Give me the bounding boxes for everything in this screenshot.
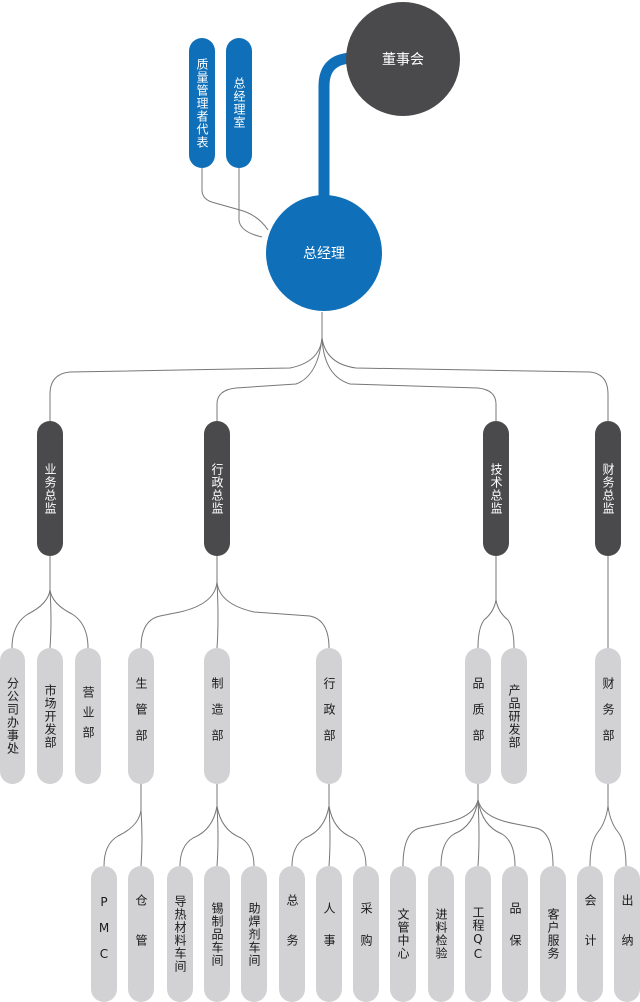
link-gm-business xyxy=(49,312,323,421)
link-q-eqc xyxy=(477,799,480,867)
doc-center-label: 文管中心 xyxy=(396,908,410,960)
admin-director-node[interactable]: 行政总监 xyxy=(204,421,230,556)
manufacturing-node[interactable]: 制造部 xyxy=(204,648,230,784)
branch-office-node[interactable]: 分公司办事处 xyxy=(0,648,25,784)
link-admin-prodmgmt xyxy=(140,556,218,649)
incoming-inspection-label: 进料检验 xyxy=(434,908,448,960)
link-tech-rnd xyxy=(495,599,515,649)
tech-director-node[interactable]: 技术总监 xyxy=(483,421,509,556)
finance-director-label: 财务总监 xyxy=(601,462,615,515)
tin-workshop-label: 锡制品车间 xyxy=(210,901,224,967)
warehouse-node[interactable]: 仓管 xyxy=(128,866,154,1002)
doc-center-node[interactable]: 文管中心 xyxy=(390,866,416,1002)
tech-director-label: 技术总监 xyxy=(489,462,503,515)
link-adm-ga xyxy=(291,784,330,867)
accounting-label: 会计 xyxy=(583,894,597,974)
flux-workshop-label: 助焊剂车间 xyxy=(247,901,261,967)
gm-office-node[interactable]: 总经理室 xyxy=(226,38,252,168)
engineering-qc-node[interactable]: 工程QC xyxy=(465,866,491,1002)
board-label: 董事会 xyxy=(382,52,424,68)
production-mgmt-label: 生管部 xyxy=(134,677,148,755)
market-dev-label: 市场开发部 xyxy=(43,683,57,749)
finance-dept-node[interactable]: 财务部 xyxy=(595,648,621,784)
purchasing-node[interactable]: 采购 xyxy=(353,866,379,1002)
link-gm-office-gm xyxy=(238,168,263,238)
general-manager-label: 总经理 xyxy=(303,246,345,262)
administration-node[interactable]: 行政部 xyxy=(316,648,342,784)
thermal-workshop-node[interactable]: 导热材料车间 xyxy=(167,866,193,1002)
incoming-inspection-node[interactable]: 进料检验 xyxy=(428,866,454,1002)
admin-director-label: 行政总监 xyxy=(210,462,224,515)
link-admin-administration xyxy=(216,581,330,649)
finance-dept-label: 财务部 xyxy=(601,677,615,755)
link-quality-rep-gm xyxy=(201,168,269,231)
link-gm-finance xyxy=(321,337,609,421)
business-director-label: 业务总监 xyxy=(43,462,57,515)
flux-workshop-node[interactable]: 助焊剂车间 xyxy=(241,866,267,1002)
general-affairs-node[interactable]: 总务 xyxy=(279,866,305,1002)
link-q-cs xyxy=(477,799,554,867)
cashier-node[interactable]: 出纳 xyxy=(614,866,640,1002)
quality-rep-label: 质量管理者代表 xyxy=(195,57,209,149)
link-q-doc xyxy=(402,784,479,867)
branch-office-label: 分公司办事处 xyxy=(5,677,20,755)
link-adm-purchasing xyxy=(328,805,367,867)
production-mgmt-node[interactable]: 生管部 xyxy=(128,648,154,784)
link-pm-pmc xyxy=(103,784,142,867)
customer-service-label: 客户服务 xyxy=(546,908,560,960)
pmc-node[interactable]: PMC xyxy=(91,866,117,1002)
thermal-workshop-label: 导热材料车间 xyxy=(173,895,187,973)
finance-director-node[interactable]: 财务总监 xyxy=(595,421,621,556)
link-tech-quality xyxy=(477,556,497,649)
general-manager-node[interactable]: 总经理 xyxy=(266,195,382,311)
sales-dept-label: 营业部 xyxy=(81,686,95,746)
hr-node[interactable]: 人事 xyxy=(316,866,342,1002)
rnd-dept-node[interactable]: 产品研发部 xyxy=(501,648,527,784)
link-gm-tech xyxy=(321,337,497,421)
link-mfg-thermal xyxy=(179,784,218,867)
pmc-label: PMC xyxy=(97,895,111,973)
tin-workshop-node[interactable]: 锡制品车间 xyxy=(204,866,230,1002)
manufacturing-label: 制造部 xyxy=(210,677,224,755)
general-affairs-label: 总务 xyxy=(285,894,299,974)
accounting-node[interactable]: 会计 xyxy=(577,866,603,1002)
rnd-dept-label: 产品研发部 xyxy=(507,683,521,749)
gm-office-label: 总经理室 xyxy=(232,77,246,129)
customer-service-node[interactable]: 客户服务 xyxy=(540,866,566,1002)
link-mfg-tin xyxy=(216,805,219,867)
quality-rep-node[interactable]: 质量管理者代表 xyxy=(189,38,215,168)
cashier-label: 出纳 xyxy=(620,894,634,974)
sales-dept-node[interactable]: 营业部 xyxy=(75,648,101,784)
link-pm-warehouse xyxy=(140,809,143,867)
link-fin-acc xyxy=(589,784,609,867)
purchasing-label: 采购 xyxy=(359,902,373,966)
administration-label: 行政部 xyxy=(322,677,336,755)
link-business-sales xyxy=(49,589,89,649)
link-admin-manuf xyxy=(216,581,219,649)
hr-label: 人事 xyxy=(322,902,336,966)
quality-dept-node[interactable]: 品质部 xyxy=(465,648,491,784)
link-gm-admin xyxy=(216,337,323,421)
qa-label: 品保 xyxy=(508,902,522,966)
engineering-qc-label: 工程QC xyxy=(471,906,485,962)
market-dev-node[interactable]: 市场开发部 xyxy=(37,648,63,784)
link-q-incoming xyxy=(440,799,479,867)
link-fin-cash xyxy=(607,805,627,867)
qa-node[interactable]: 品保 xyxy=(502,866,528,1002)
link-business-market xyxy=(49,589,52,649)
link-adm-hr xyxy=(328,805,331,867)
warehouse-label: 仓管 xyxy=(134,894,148,974)
link-q-qa xyxy=(477,799,516,867)
business-director-node[interactable]: 业务总监 xyxy=(37,421,63,556)
link-mfg-flux xyxy=(216,805,255,867)
quality-dept-label: 品质部 xyxy=(471,677,485,755)
link-business-branch xyxy=(11,556,51,649)
board-node[interactable]: 董事会 xyxy=(346,2,460,116)
